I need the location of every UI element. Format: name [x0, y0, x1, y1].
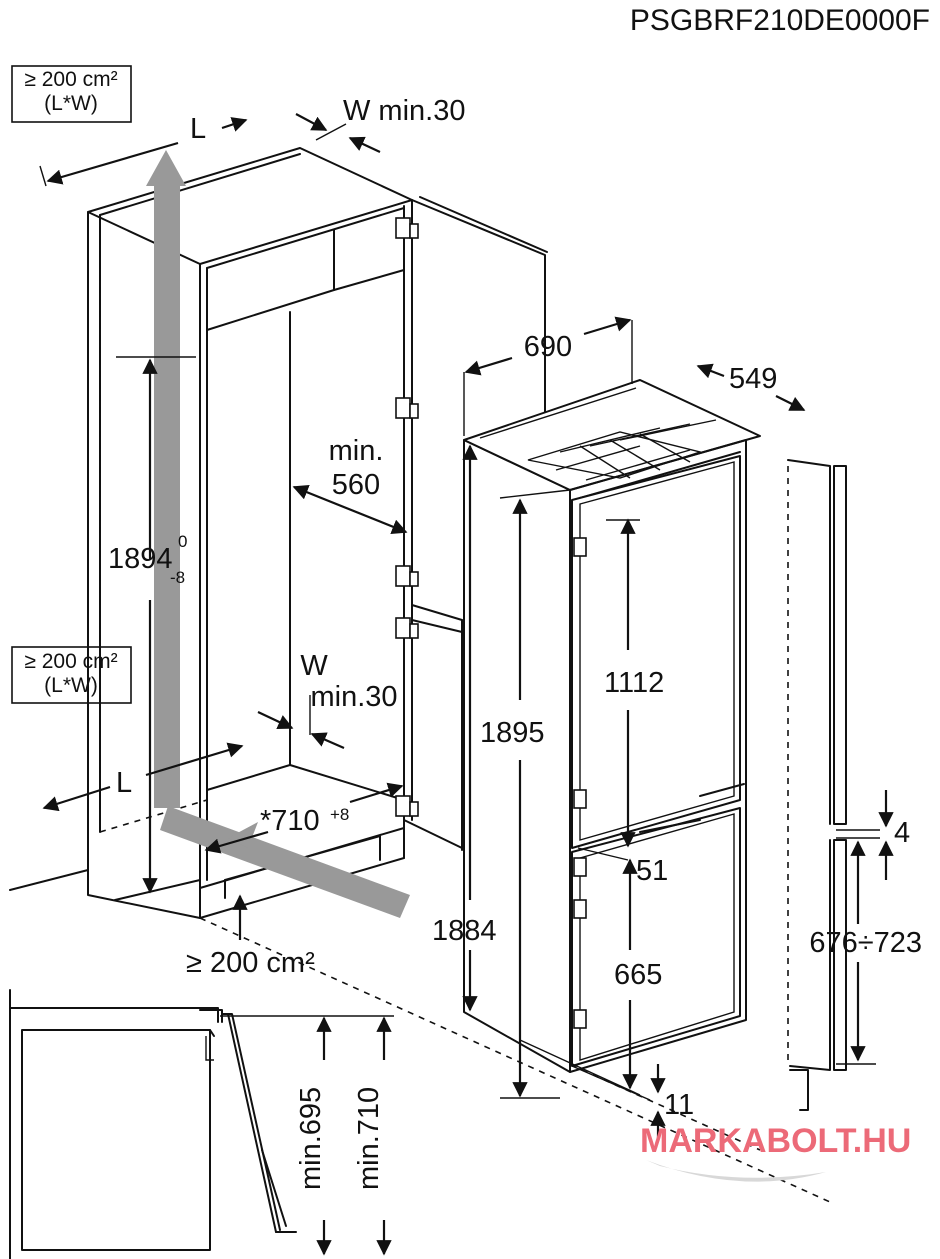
lower-panel-range: 676÷723	[809, 927, 922, 959]
watermark-text: MARKABOLT.HU	[640, 1122, 911, 1160]
width-label-mid-min: min.30	[310, 681, 397, 713]
length-label-mid: L	[116, 767, 132, 799]
ventilation-top-area: ≥ 200 cm²	[24, 68, 117, 91]
ventilation-bottom-area: ≥ 200 cm²	[186, 947, 315, 979]
niche-height-tol-lower: -8	[170, 568, 185, 587]
ventilation-box-middle: ≥ 200 cm² (L*W)	[11, 646, 132, 704]
depth-front: *710	[260, 805, 320, 837]
depth-front-tol: +8	[330, 805, 349, 824]
door-gap: 51	[636, 855, 668, 887]
bottom-gap: 11	[664, 1089, 694, 1121]
appliance-height-body: 1884	[432, 915, 497, 947]
depth-min-label: min.	[329, 435, 384, 467]
length-label-top: L	[190, 113, 206, 145]
side-min-695: min.695	[295, 1087, 327, 1190]
ventilation-top-lw: (L*W)	[44, 92, 98, 115]
fridge-appliance	[463, 379, 761, 1101]
ventilation-box-top: ≥ 200 cm² (L*W)	[11, 65, 132, 123]
airflow-arrows	[146, 150, 410, 918]
side-min-710: min.710	[353, 1087, 385, 1190]
appliance-width: 690	[524, 331, 572, 363]
depth-min-value: 560	[332, 469, 380, 501]
side-section-view: min.695 min.710	[9, 989, 394, 1259]
model-code: PSGBRF210DE0000F	[630, 4, 930, 37]
appliance-dimensions: 690 549 1895 1884 1112 51 665 11	[432, 316, 806, 1140]
hinge-icons	[395, 217, 419, 817]
niche-height-tol-upper: 0	[178, 532, 187, 551]
freezer-door-height: 665	[614, 959, 662, 991]
niche-dimensions: L W min.30 1894 0 -8 min. 560 W min.30 L…	[39, 95, 465, 979]
niche-height: 1894	[108, 543, 173, 575]
ventilation-middle-lw: (L*W)	[44, 674, 98, 697]
appliance-depth: 549	[729, 363, 777, 395]
cabinet-niche	[9, 147, 548, 919]
width-label-mid-w: W	[300, 650, 328, 682]
appliance-height-total: 1895	[480, 717, 545, 749]
ventilation-middle-area: ≥ 200 cm²	[24, 650, 117, 673]
panel-gap: 4	[894, 817, 910, 849]
width-label-top: W min.30	[343, 95, 465, 127]
watermark-logo: MARKABOLT.HU	[640, 1122, 911, 1182]
door-panel-side: 4 676÷723	[787, 459, 922, 1111]
fridge-door-height: 1112	[604, 667, 664, 699]
